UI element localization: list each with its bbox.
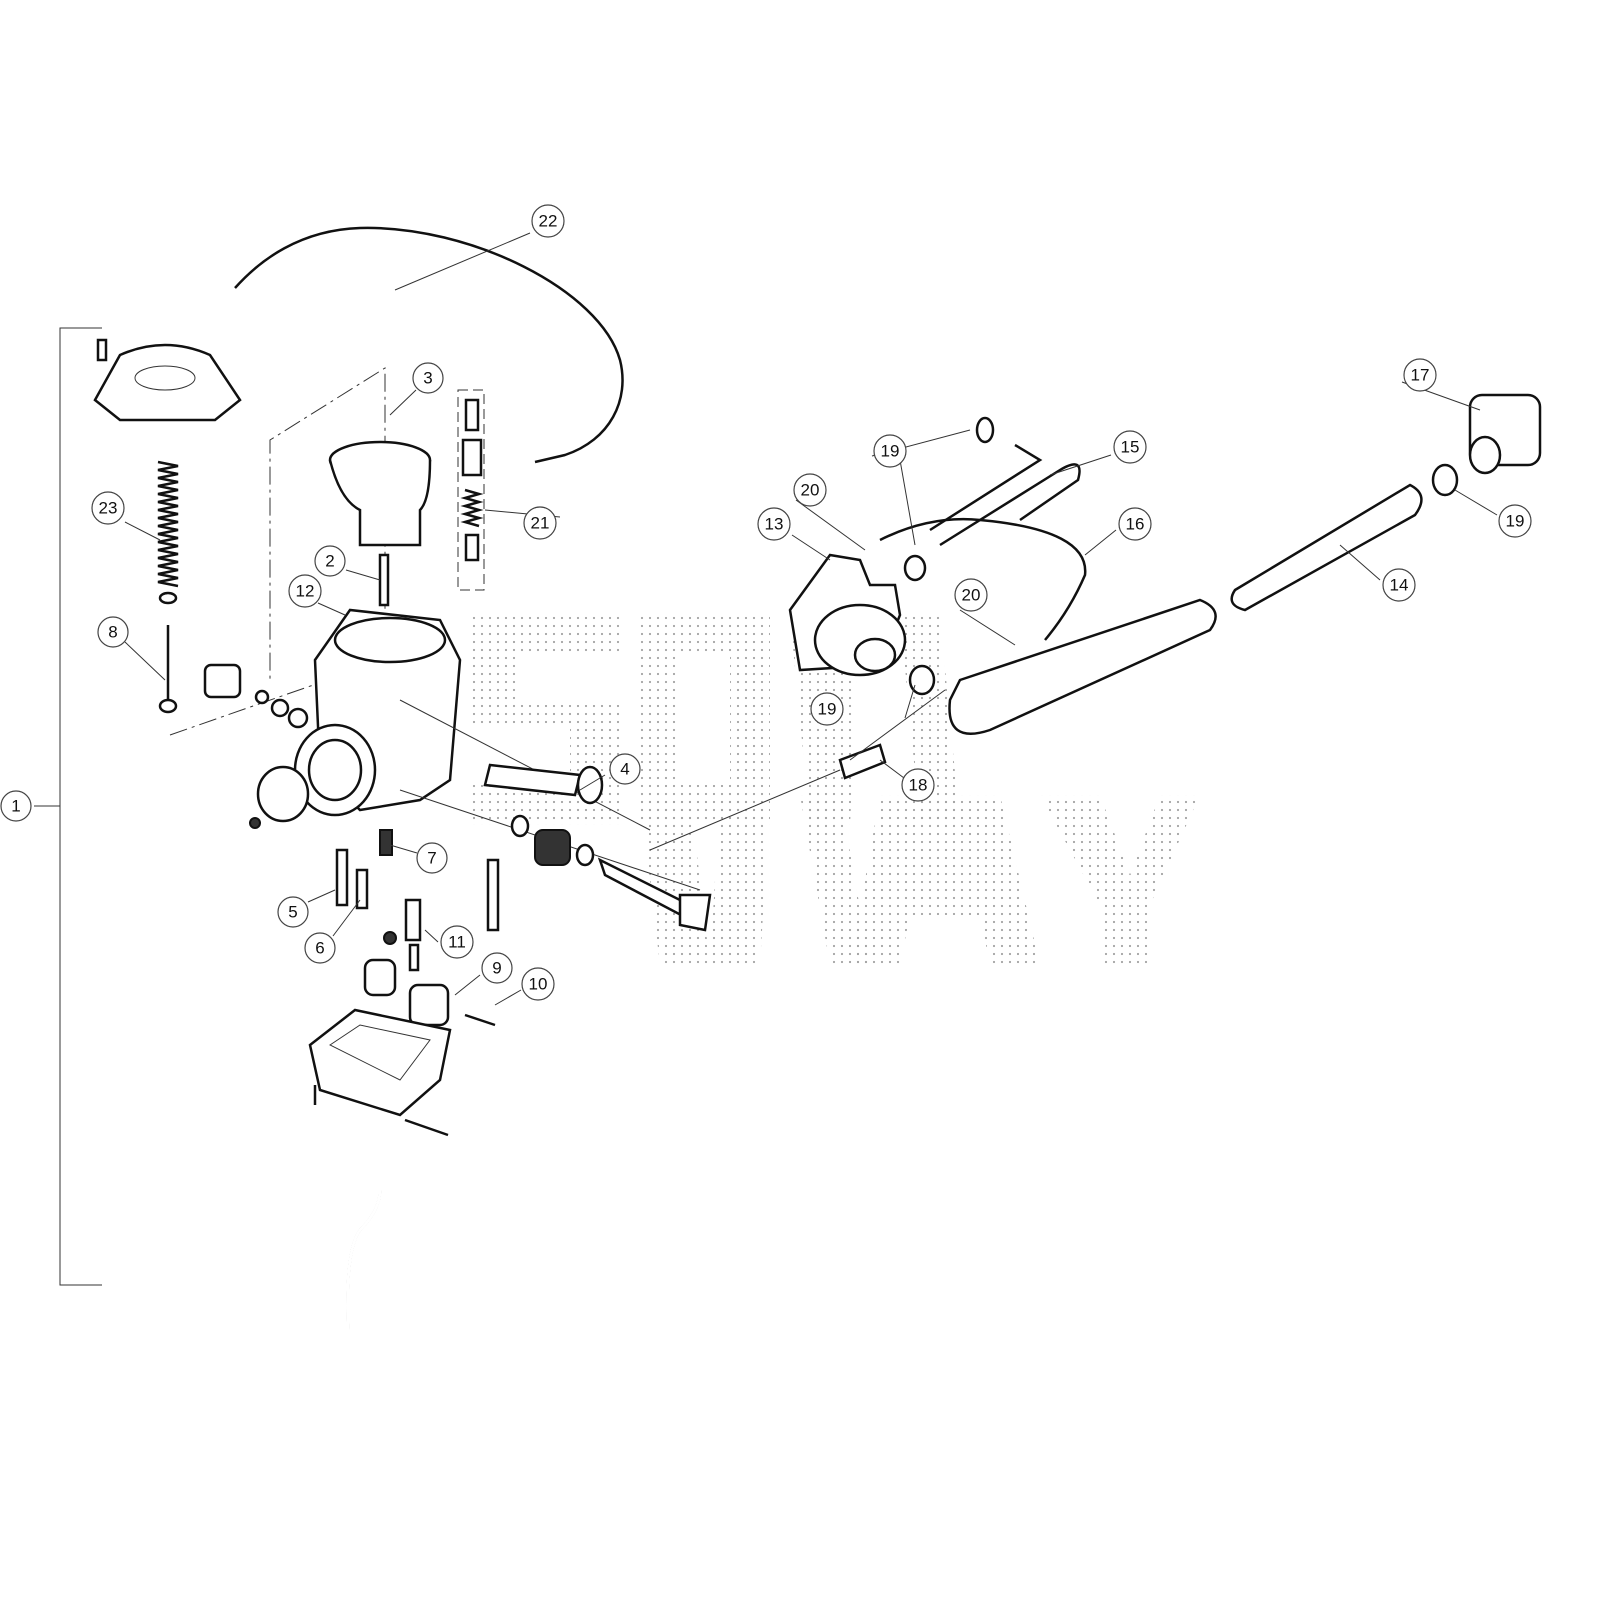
svg-text:20: 20 [962,586,981,605]
callout-19c: 19 [810,692,844,726]
callout-10: 10 [521,967,555,1001]
top-cover [93,338,242,422]
svg-text:5: 5 [288,903,297,922]
callout-12: 12 [288,574,322,608]
svg-text:23: 23 [99,499,118,518]
callout-19a: 19 [873,434,907,468]
assembly-bracket [34,327,102,1286]
callout-22: 22 [531,204,565,238]
callout-19b: 19 [1498,504,1532,538]
leader-lines [124,232,1498,1006]
callout-4: 4 [609,753,641,785]
callout-1: 1 [0,790,32,822]
fitting-17 [1468,393,1542,475]
hose-15 [929,443,1081,547]
svg-text:22: 22 [539,212,558,231]
svg-text:6: 6 [315,939,324,958]
callout-14: 14 [1382,568,1416,602]
svg-text:8: 8 [108,623,117,642]
svg-text:1: 1 [11,797,20,816]
svg-text:20: 20 [801,481,820,500]
svg-text:21: 21 [531,514,550,533]
callout-6: 6 [304,932,336,964]
svg-text:14: 14 [1390,576,1409,595]
svg-text:17: 17 [1411,366,1430,385]
svg-text:10: 10 [529,975,548,994]
svg-text:11: 11 [448,933,466,952]
callout-11: 11 [440,925,474,959]
svg-text:15: 15 [1121,438,1140,457]
svg-text:19: 19 [1506,512,1525,531]
svg-text:12: 12 [296,582,315,601]
svg-text:19: 19 [881,442,900,461]
svg-text:18: 18 [909,776,928,795]
callout-16: 16 [1118,507,1152,541]
svg-text:16: 16 [1126,515,1145,534]
svg-text:9: 9 [492,959,501,978]
svg-text:7: 7 [427,849,436,868]
svg-text:2: 2 [325,552,334,571]
callout-18: 18 [901,768,935,802]
svg-text:4: 4 [620,760,629,779]
svg-text:13: 13 [765,515,784,534]
air-valve [788,553,907,677]
callout-21: 21 [523,506,557,540]
callout-20b: 20 [954,578,988,612]
choke-cable [234,226,624,464]
svg-text:3: 3 [423,369,432,388]
hose-16 [879,517,1087,641]
callout-17: 17 [1403,358,1437,392]
callout-2: 2 [314,545,346,577]
spring [157,460,179,588]
callout-23: 23 [91,491,125,525]
vacuum-piston [328,440,432,547]
carburetor-body [293,553,462,817]
callout-3: 3 [412,362,444,394]
callout-13: 13 [757,507,791,541]
float-bowl [308,958,452,1117]
callout-15: 15 [1113,430,1147,464]
callout-9: 9 [481,952,513,984]
callout-8: 8 [97,616,129,648]
hose-14 [948,598,1217,735]
callout-20a: 20 [793,473,827,507]
callout-5: 5 [277,896,309,928]
svg-text:19: 19 [818,700,837,719]
callout-7: 7 [416,842,448,874]
